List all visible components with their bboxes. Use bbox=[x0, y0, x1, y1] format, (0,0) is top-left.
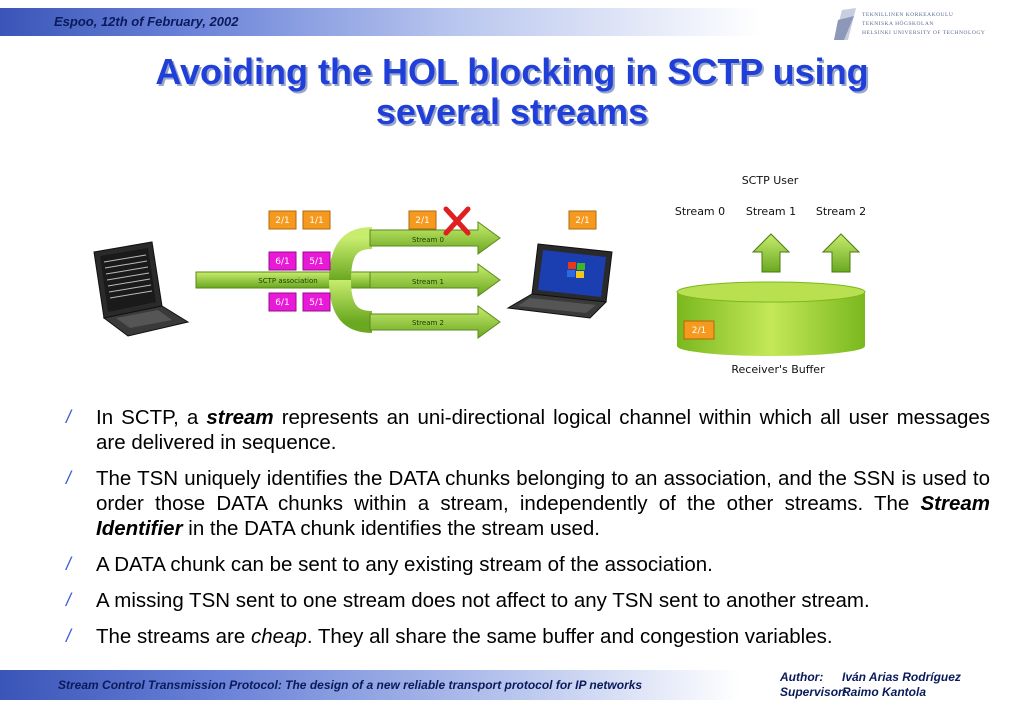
chunk: 5/1 bbox=[302, 251, 331, 271]
receiver-laptop-icon bbox=[506, 243, 613, 319]
hol-blocking-diagram: SCTP association Stream 0 Stream 1 Strea… bbox=[93, 174, 866, 376]
sctp-user-label: SCTP User bbox=[742, 174, 799, 187]
logo-line-1: TEKNILLINEN KORKEAKOULU bbox=[862, 12, 954, 18]
stream-1-label: Stream 1 bbox=[412, 278, 444, 286]
receiver-stream-0-label: Stream 0 bbox=[675, 205, 725, 218]
receiver-stream-1-label: Stream 1 bbox=[746, 205, 796, 218]
bullet-mark: / bbox=[66, 554, 72, 574]
stream-1-arrow: Stream 1 bbox=[369, 263, 501, 297]
footer-text: Stream Control Transmission Protocol: Th… bbox=[58, 678, 643, 692]
author-block: Author: Iván Arias Rodríguez Supervisor:R… bbox=[780, 670, 961, 700]
up-arrow-icon bbox=[751, 233, 791, 273]
receiver-stream-2-label: Stream 2 bbox=[816, 205, 866, 218]
stream-2-arrow: Stream 2 bbox=[369, 305, 501, 339]
header-bar bbox=[0, 8, 760, 36]
list-item: /A DATA chunk can be sent to any existin… bbox=[66, 553, 713, 576]
bullet-mark: / bbox=[66, 590, 72, 610]
buffer-chunk: 2/1 bbox=[683, 320, 715, 340]
svg-text:5/1: 5/1 bbox=[309, 298, 323, 308]
receiver-buffer-cylinder bbox=[676, 281, 866, 356]
receiver-buffer-label: Receiver's Buffer bbox=[731, 363, 825, 376]
slide-title: Avoiding the HOL blocking in SCTP using … bbox=[40, 52, 984, 132]
chunk: 5/1 bbox=[302, 292, 331, 312]
association-label: SCTP association bbox=[258, 277, 317, 285]
svg-text:5/1: 5/1 bbox=[309, 257, 323, 267]
logo-line-3: HELSINKI UNIVERSITY OF TECHNOLOGY bbox=[862, 30, 986, 36]
author-key: Author: bbox=[780, 670, 824, 684]
svg-text:2/1: 2/1 bbox=[575, 216, 589, 226]
lost-chunk: 2/1 bbox=[408, 210, 437, 230]
sender-laptop-icon bbox=[93, 241, 190, 337]
list-item: /A missing TSN sent to one stream does n… bbox=[66, 589, 870, 612]
svg-text:2/1: 2/1 bbox=[415, 216, 429, 226]
logo-line-2: TEKNISKA HÖGSKOLAN bbox=[862, 21, 934, 27]
chunk: 6/1 bbox=[268, 292, 297, 312]
stream-2-label: Stream 2 bbox=[412, 319, 444, 327]
title-line-2: several streams bbox=[375, 91, 649, 132]
svg-text:6/1: 6/1 bbox=[275, 257, 289, 267]
bullet-mark: / bbox=[66, 626, 72, 646]
footer-bar bbox=[0, 670, 740, 700]
up-arrow-icon bbox=[821, 233, 861, 273]
lost-mark-icon bbox=[443, 206, 471, 236]
bullet-mark: / bbox=[66, 468, 72, 488]
delivered-chunk: 2/1 bbox=[568, 210, 597, 230]
list-item: /In SCTP, a stream represents an uni-dir… bbox=[66, 406, 991, 454]
chunk: 6/1 bbox=[268, 251, 297, 271]
svg-text:2/1: 2/1 bbox=[692, 326, 706, 336]
svg-text:2/1: 2/1 bbox=[275, 216, 289, 226]
supervisor-name: Raimo Kantola bbox=[842, 685, 927, 699]
chunk: 1/1 bbox=[302, 210, 331, 230]
stream-0-label: Stream 0 bbox=[412, 236, 444, 244]
svg-text:1/1: 1/1 bbox=[309, 216, 323, 226]
list-item: /The streams are cheap. They all share t… bbox=[66, 625, 833, 648]
title-line-1: Avoiding the HOL blocking in SCTP using bbox=[155, 51, 869, 92]
university-logo-icon bbox=[834, 8, 856, 40]
chunk: 2/1 bbox=[268, 210, 297, 230]
author-name: Iván Arias Rodríguez bbox=[842, 670, 961, 684]
svg-text:6/1: 6/1 bbox=[275, 298, 289, 308]
bullet-list: /In SCTP, a stream represents an uni-dir… bbox=[66, 405, 990, 660]
bullet-mark: / bbox=[66, 407, 72, 427]
list-item: /The TSN uniquely identifies the DATA ch… bbox=[66, 467, 990, 540]
supervisor-key: Supervisor: bbox=[780, 685, 847, 699]
header-date: Espoo, 12th of February, 2002 bbox=[54, 14, 239, 29]
